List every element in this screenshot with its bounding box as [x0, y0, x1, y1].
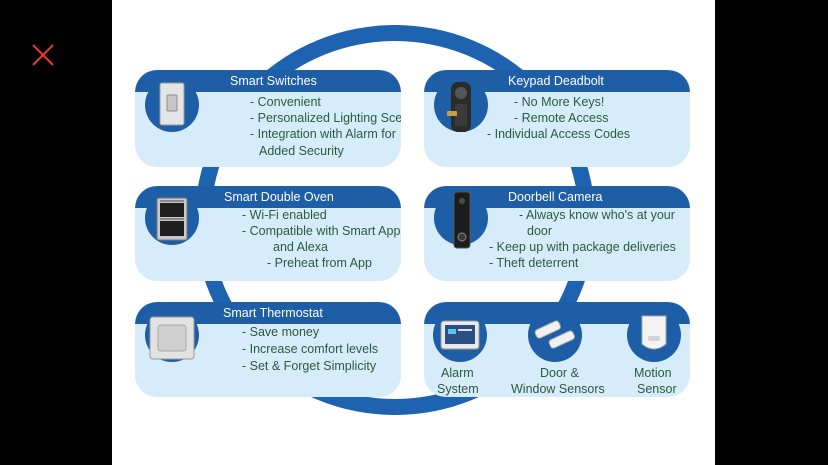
- feature-text: - No More Keys!: [514, 95, 605, 109]
- motion-sensor-icon: [641, 315, 667, 350]
- feature-text: - Wi-Fi enabled: [242, 208, 327, 222]
- card-title: Smart Thermostat: [223, 306, 323, 320]
- card-title: Smart Double Oven: [224, 190, 334, 204]
- feature-text: - Remote Access: [514, 111, 609, 125]
- label-alarm-line2: System: [437, 382, 479, 396]
- feature-text: Added Security: [259, 144, 344, 158]
- deadbolt-lock-icon: [447, 82, 471, 132]
- feature-text: - Preheat from App: [267, 256, 372, 270]
- slide: Smart Switches - Convenient - Personaliz…: [112, 0, 715, 465]
- label-motion-line1: Motion: [634, 366, 672, 380]
- door-window-sensor-icon: [534, 320, 575, 349]
- close-icon: [32, 44, 54, 66]
- feature-text: - Save money: [242, 325, 320, 339]
- feature-text: - Keep up with package deliveries: [489, 240, 676, 254]
- feature-text: - Increase comfort levels: [242, 342, 379, 356]
- card-title: Smart Switches: [230, 74, 317, 88]
- feature-text: and Alexa: [273, 240, 328, 254]
- feature-text: - Theft deterrent: [489, 256, 579, 270]
- card-title: Doorbell Camera: [508, 190, 603, 204]
- doorbell-camera-icon: [453, 191, 471, 249]
- feature-text: - Personalized Lighting Scenes: [250, 111, 401, 125]
- card-keypad-deadbolt: Keypad Deadbolt - No More Keys! - Remote…: [424, 70, 690, 167]
- feature-text: - Convenient: [250, 95, 321, 109]
- alarm-panel-icon: [440, 320, 480, 350]
- card-doorbell-camera: Doorbell Camera - Always know who's at y…: [424, 186, 690, 281]
- card-title: Keypad Deadbolt: [508, 74, 604, 88]
- feature-text: - Individual Access Codes: [487, 127, 631, 141]
- card-smart-switches: Smart Switches - Convenient - Personaliz…: [135, 70, 401, 167]
- feature-text: - Integration with Alarm for: [250, 127, 396, 141]
- label-sensors-line2: Window Sensors: [511, 382, 605, 396]
- close-button[interactable]: [28, 40, 58, 70]
- feature-text: - Always know who's at your: [519, 208, 675, 222]
- feature-text: door: [527, 224, 553, 238]
- card-smart-thermostat: Smart Thermostat - Save money - Increase…: [135, 302, 401, 397]
- label-alarm-line1: Alarm: [441, 366, 474, 380]
- label-sensors-line1: Door &: [540, 366, 579, 380]
- card-smart-double-oven: Smart Double Oven - Wi-Fi enabled - Comp…: [135, 186, 401, 281]
- double-oven-icon: [156, 197, 188, 241]
- light-switch-icon: [159, 82, 185, 126]
- feature-text: - Set & Forget Simplicity: [242, 359, 377, 373]
- label-motion-line2: Sensor: [637, 382, 677, 396]
- feature-text: - Compatible with Smart Apps: [242, 224, 401, 238]
- thermostat-icon: [149, 316, 195, 360]
- card-security: Alarm System Door & Window Sensors Motio…: [424, 302, 690, 397]
